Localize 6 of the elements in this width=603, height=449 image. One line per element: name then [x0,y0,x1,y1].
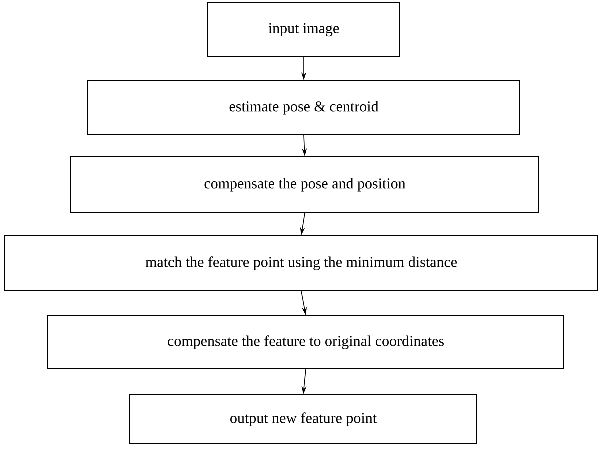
process-box: estimate pose & centroid [88,80,520,136]
process-box: compensate the feature to original coordinates [48,316,564,370]
process-box: output new feature point [130,394,478,444]
process-box: match the feature point using the minimum distance [4,236,598,292]
process-box: compensate the pose and position [70,156,540,214]
process-box: input image [208,2,400,58]
